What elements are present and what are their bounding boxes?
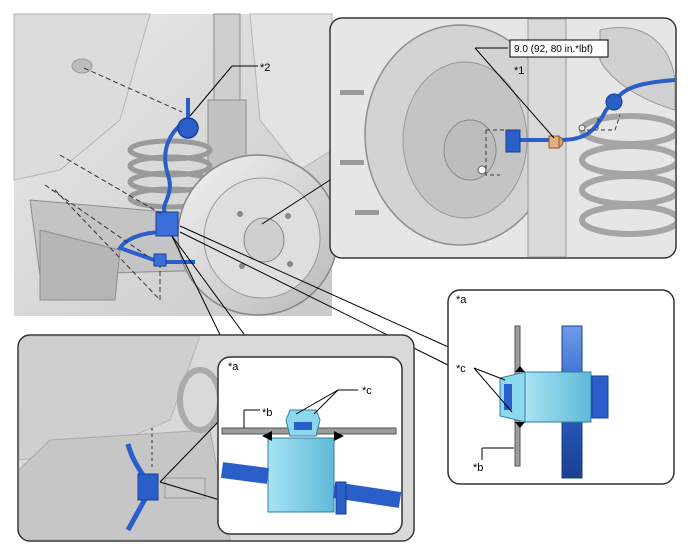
- arrow-icon: [262, 431, 272, 441]
- leader-line: [474, 47, 555, 139]
- clip-body: [267, 437, 335, 513]
- arrow-icon: [515, 366, 525, 372]
- leader-line: [313, 389, 339, 415]
- callout-line: [261, 179, 331, 225]
- brake-line: [116, 98, 195, 264]
- brake-drum: [177, 154, 339, 316]
- label-note-b-inner: *b: [262, 407, 272, 419]
- label-note-a-inner: *a: [228, 361, 239, 373]
- torque-spec-value: 9.0 (92, 80 in.*lbf): [514, 44, 593, 55]
- leader-line: [473, 367, 506, 381]
- installed-clip-detail: *a *b *c: [17, 235, 415, 542]
- brake-pipe: [512, 78, 675, 142]
- brake-pipe-fitting: [335, 481, 347, 515]
- arrow-icon: [515, 422, 525, 428]
- label-note-c-inner: *c: [362, 385, 372, 397]
- brake-line-connector: [153, 253, 167, 267]
- axle-arm: [39, 229, 121, 301]
- brake-line-clip: [155, 211, 179, 237]
- flare-nut: [548, 135, 564, 149]
- brake-line-clip: [137, 473, 159, 501]
- brake-pipe-union: [605, 93, 623, 111]
- guide-lines: [44, 67, 183, 301]
- body-panel: [13, 13, 151, 181]
- callout-line: [171, 235, 226, 346]
- callout-line: [179, 225, 456, 351]
- leader-line: [295, 389, 339, 415]
- arrow-icon: [334, 431, 344, 441]
- leader-line: [473, 367, 513, 413]
- label-note-c: *c: [456, 363, 466, 375]
- hub-center: [443, 119, 497, 181]
- label-note-a: *a: [456, 294, 467, 306]
- clip-tab-inner: [294, 422, 312, 430]
- clip-tab-inner: [504, 384, 512, 410]
- body-panel: [249, 13, 333, 171]
- label-part-2: *2: [260, 62, 270, 74]
- backing-plate-detail: 9.0 (92, 80 in.*lbf) *1: [329, 17, 677, 259]
- label-note-b: *b: [473, 462, 483, 474]
- callout-line: [159, 419, 221, 483]
- leader-line: [189, 65, 233, 117]
- clip-body: [524, 371, 592, 423]
- main-assembly-view: *2: [13, 13, 339, 316]
- callout-line: [159, 481, 221, 501]
- brake-pipe-horizontal: [591, 375, 609, 419]
- brake-pipe-fitting: [505, 129, 521, 153]
- callout-line: [171, 235, 253, 346]
- torque-spec-box: [509, 39, 609, 58]
- label-part-1: *1: [514, 65, 524, 77]
- brake-line-grommet: [177, 117, 199, 139]
- body-hole: [71, 58, 93, 74]
